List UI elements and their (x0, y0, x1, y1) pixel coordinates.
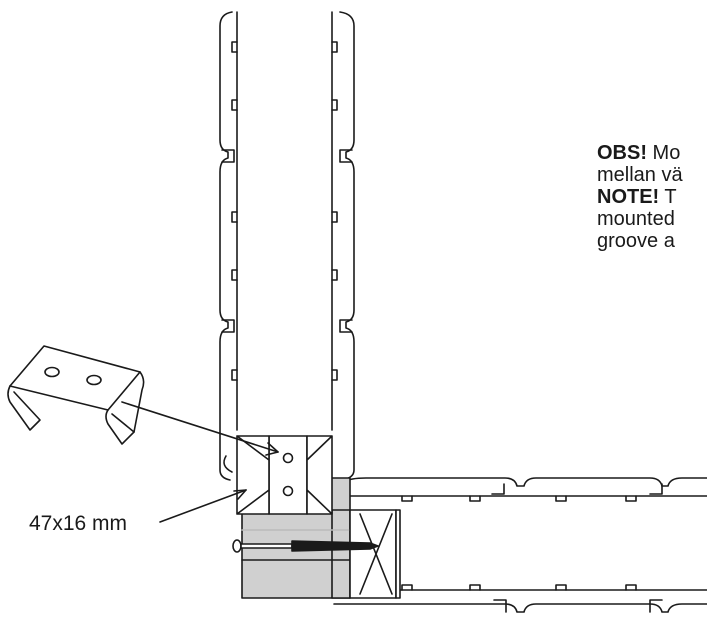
note-line-mellan: mellan vä (597, 164, 683, 186)
bracket-plate (268, 435, 308, 515)
screw-thread (291, 540, 379, 552)
horizontal-panel-bottom-edge (333, 603, 707, 613)
batten-end-cross (359, 513, 393, 595)
note-line-obs: OBS! Mo (597, 142, 681, 164)
vertical-wall-panels (219, 11, 355, 481)
bracket-leader-line (121, 401, 279, 453)
batten-dimension-label: 47x16 mm (29, 512, 128, 535)
u-bracket-hole-2 (86, 374, 102, 386)
screw-head (232, 539, 242, 553)
batten-horizontal (331, 509, 351, 599)
horizontal-wall-panels (333, 477, 707, 613)
bracket-leader-arrow (265, 442, 279, 456)
u-bracket-hole-1 (44, 366, 60, 378)
leaders (121, 401, 279, 523)
vertical-panel-left-edge (219, 11, 233, 481)
note-line-groove: groove a (597, 230, 675, 252)
horizontal-panel-top-edge (343, 477, 707, 487)
bracket-hole-bottom (282, 485, 294, 497)
note-line-mounted: mounted (597, 208, 675, 230)
u-bracket-right-leg (105, 409, 135, 445)
batten-leader-arrow (233, 489, 247, 500)
screw-shank (240, 543, 293, 549)
note-line-note: NOTE! T (597, 186, 677, 208)
screw-icon (232, 539, 379, 553)
bracket-mounted (236, 435, 333, 515)
u-bracket-top-face (9, 345, 141, 411)
u-bracket-icon (7, 345, 145, 445)
batten-leader-line (159, 489, 247, 523)
u-bracket-left-leg (7, 385, 41, 431)
vertical-panel-right-edge (339, 11, 355, 481)
bracket-flange-right (306, 435, 333, 515)
note-text-block: OBS! Mo mellan vä NOTE! T mounted groove… (597, 142, 683, 252)
bracket-hole-top (282, 452, 294, 464)
bracket-flange-left (236, 435, 270, 515)
